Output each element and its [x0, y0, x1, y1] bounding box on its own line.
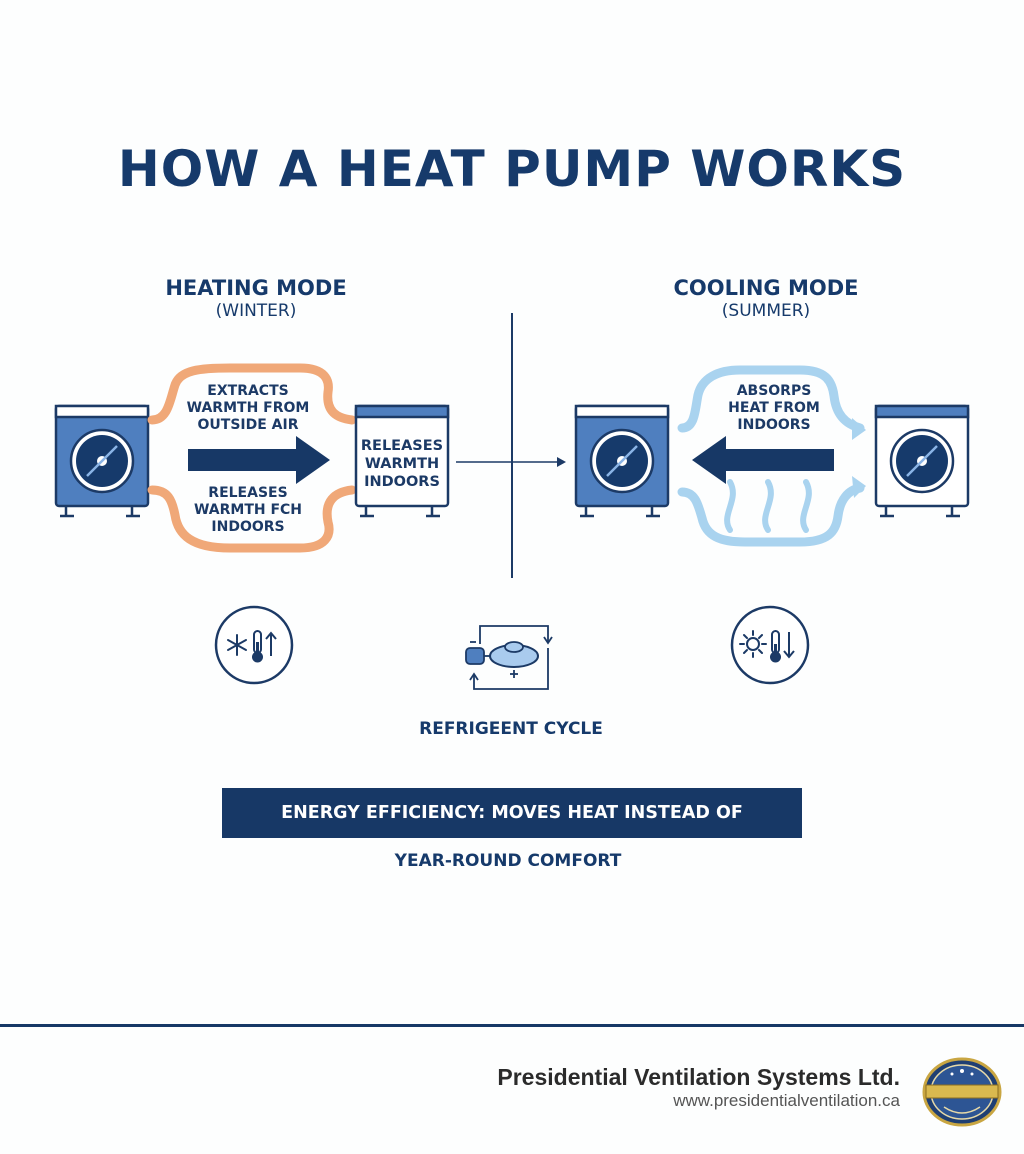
page-title: HOW A HEAT PUMP WORKS — [117, 140, 907, 198]
cooling-top-flow-label: ABSORPS HEAT FROM INDOORS — [728, 383, 820, 433]
refrigerant-cycle-label: REFRIGEENT CYCLE — [419, 719, 603, 739]
snowflake-thermometer-up-icon — [214, 605, 294, 685]
heating-top-flow-label: EXTRACTS WARMTH FROM OUTSIDE AIR — [186, 383, 310, 433]
company-seal-logo — [922, 1057, 1002, 1127]
company-url[interactable]: www.presidentialventilation.ca — [673, 1091, 900, 1110]
cooling-mode-title: COOLING MODE — [673, 276, 859, 300]
refrigerant-cycle-icon — [465, 625, 553, 690]
cooling-indoor-unit — [874, 404, 970, 518]
company-name: Presidential Ventilation Systems Ltd. — [497, 1064, 900, 1090]
cooling-outdoor-unit — [574, 404, 670, 518]
heating-indoor-unit — [354, 404, 450, 518]
year-round-tagline: YEAR-ROUND COMFORT — [394, 851, 622, 871]
heating-indoor-label: RELEASES WARMTH INDOORS — [360, 438, 444, 490]
heating-mode-subtitle: (WINTER) — [215, 301, 297, 321]
cooling-mode-subtitle: (SUMMER) — [721, 301, 811, 321]
heating-mode-title: HEATING MODE — [165, 276, 347, 300]
footer-divider — [0, 1024, 1024, 1027]
efficiency-banner: ENERGY EFFICIENCY: MOVES HEAT INSTEAD OF… — [222, 788, 802, 873]
heating-outdoor-unit — [54, 404, 150, 518]
heating-bottom-flow-label: RELEASES WARMTH FCH INDOORS — [193, 485, 303, 535]
sun-thermometer-down-icon — [730, 605, 810, 685]
